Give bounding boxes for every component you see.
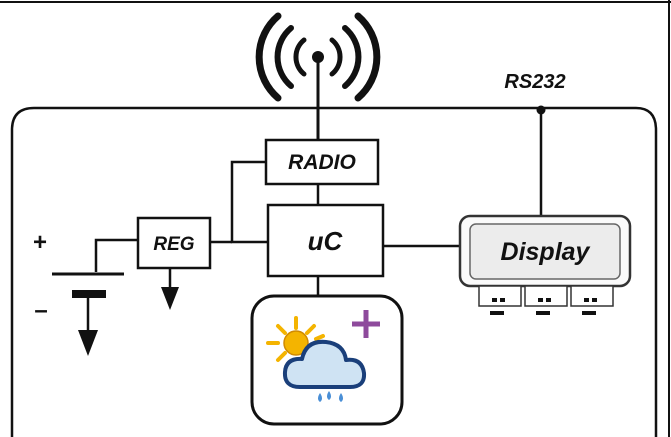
reg-label: REG	[153, 234, 194, 255]
uc-box	[266, 203, 385, 278]
battery-plate-short	[72, 290, 106, 298]
antenna-icon	[255, 12, 381, 144]
display-label: Display	[501, 238, 591, 266]
rs232-label: RS232	[504, 71, 565, 93]
battery-ground-arrow	[78, 330, 98, 356]
battery-plus-label: +	[33, 229, 47, 256]
enclosure-outline	[10, 106, 658, 437]
display-key-marks	[490, 298, 597, 315]
reg-ground-arrow	[161, 287, 179, 310]
display-keys	[478, 285, 614, 307]
battery-minus-label: –	[34, 297, 47, 324]
radio-label: RADIO	[288, 151, 356, 174]
display-screen	[469, 223, 621, 280]
reg-box	[136, 216, 212, 270]
uc-label: uC	[308, 226, 344, 256]
rs232-junction	[536, 105, 546, 115]
wires	[86, 160, 462, 330]
plus-icon	[352, 310, 380, 338]
sun-cloud-rain-icon	[266, 316, 367, 402]
radio-box	[264, 138, 380, 186]
